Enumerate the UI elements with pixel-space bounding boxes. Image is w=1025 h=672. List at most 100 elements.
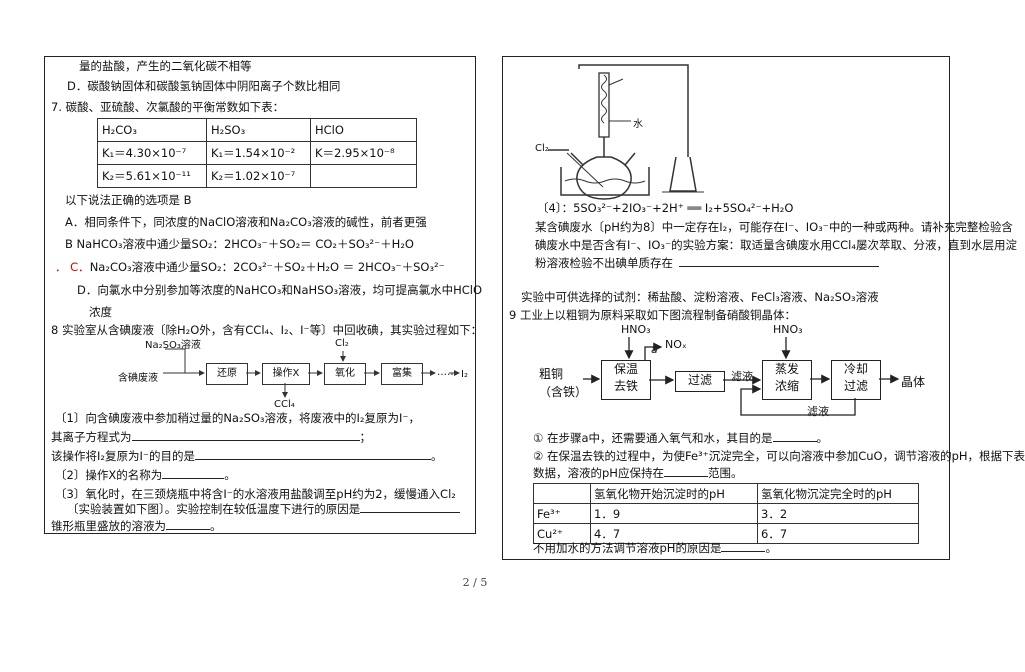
flow-end-label: I₂: [461, 369, 468, 380]
table-cell: K₂＝5.61×10⁻¹¹: [97, 164, 207, 188]
option-b: B NaHCO₃溶液中通少量SO₂：2HCO₃⁻＋SO₂＝ CO₂＋SO₃²⁻＋…: [65, 237, 414, 251]
question-4-line2: 碘废水中是否含有I⁻、IO₃⁻的实验方案：取适量含碘废水用CCl₄屡次萃取、分液…: [535, 238, 1017, 252]
question-8-part3-line2: 〔实验装置如下图〕。实验控制在较低温度下进行的原因是: [67, 502, 461, 517]
box-line: 冷却: [843, 362, 868, 376]
table-cell: 4．7: [590, 523, 758, 544]
table-header-cell: HClO: [310, 118, 417, 142]
box-line: 浓缩: [774, 379, 799, 393]
option-c-text: Na₂CO₃溶液中通少量SO₂：2CO₃²⁻＋SO₂＋H₂O ＝ 2HCO₃⁻＋…: [89, 260, 445, 274]
table-header-cell: H₂CO₃: [97, 118, 207, 142]
table-cell: 3．2: [757, 503, 919, 524]
answer-blank[interactable]: [162, 478, 225, 479]
conical-flask: [669, 156, 697, 192]
option-c-mark: ． C．: [55, 260, 90, 274]
table-cell: 1．9: [590, 503, 758, 524]
question-9-part1: ① 在步骤a中，还需要通入氧气和水，其目的是 。: [533, 431, 828, 446]
flow-step-operation-x: 操作X: [262, 363, 310, 385]
flow-step-oxidation: 氧化: [324, 363, 366, 385]
answer-blank[interactable]: [679, 266, 879, 267]
question-4-reagents: 实验中可供选择的试剂：稀盐酸、淀粉溶液、FeCl₃溶液、Na₂SO₃溶液: [521, 290, 879, 304]
question-8-part3-line3: 锥形瓶里盛放的溶液为 。: [51, 519, 222, 534]
prompt-text: ① 在步骤a中，还需要通入氧气和水，其目的是: [533, 431, 773, 445]
punctuation: 。: [765, 541, 777, 555]
flow-arrows: [163, 348, 460, 398]
table-cell: K₁＝4.30×10⁻⁷: [97, 141, 207, 165]
punctuation: ；: [359, 430, 372, 444]
table-row: K₂＝5.61×10⁻¹¹ K₂＝1.02×10⁻⁷: [97, 164, 417, 188]
page-number: 2 / 5: [462, 576, 488, 589]
prompt-text: 不用加水的方法调节溶液pH的原因是: [533, 541, 722, 555]
option-d-line2: 浓度: [89, 305, 112, 319]
table-cell: K₂＝1.02×10⁻⁷: [206, 164, 311, 188]
box-line: 去铁: [613, 379, 638, 393]
flow-reagent-cl2: Cl₂: [335, 338, 349, 349]
question-4-equation: 〔4〕：5SO₃²⁻+2IO₃⁻+2H⁺ ══ I₂+5SO₄²⁻+H₂O: [537, 201, 794, 215]
flow-raw-line1: 粗铜: [539, 367, 564, 381]
answer-blank[interactable]: [166, 529, 210, 530]
question-9-part3: 不用加水的方法调节溶液pH的原因是 。: [533, 541, 777, 556]
flow-step-enrichment: 富集: [381, 363, 423, 385]
prompt-text: 其离子方程式为: [51, 430, 132, 444]
question-8-part3-line1: 〔3〕氧化时，在三颈烧瓶中将含I⁻的水溶液用盐酸调至pH约为2，缓慢通入Cl₂: [55, 487, 456, 501]
table-header-row: 氢氧化物开始沉淀时的pH 氢氧化物沉淀完全时的pH: [533, 483, 919, 504]
question-8-part1-purpose: 该操作将I₂复原为I⁻的目的是。: [51, 449, 442, 464]
question-7-prompt: 以下说法正确的选项是 B: [65, 193, 192, 207]
flow-start-label: 含碘废液: [118, 373, 158, 384]
table-row: K₁＝4.30×10⁻⁷ K₁＝1.54×10⁻² K＝2.95×10⁻⁸: [97, 141, 417, 165]
box-line: 过滤: [843, 379, 868, 393]
table-header-cell: 氢氧化物沉淀完全时的pH: [757, 483, 919, 504]
table-cell: Cu²⁺: [533, 523, 591, 544]
flow-byproduct-ccl4: CCl₄: [274, 399, 295, 410]
table-header-row: H₂CO₃ H₂SO₃ HClO: [97, 118, 417, 142]
punctuation: 。: [816, 431, 829, 445]
left-question-panel: 量的盐酸，产生的二氧化碳不相等 D．碳酸钠固体和碳酸氢钠固体中阴阳离子个数比相同…: [44, 56, 482, 534]
answer-blank[interactable]: [131, 440, 360, 441]
prompt-text: 数据，溶液的pH应保持在: [533, 466, 664, 480]
apparatus-diagram: [548, 64, 704, 200]
answer-blank[interactable]: [772, 441, 817, 442]
water-label: 水: [633, 119, 643, 130]
equilibrium-constant-table: H₂CO₃ H₂SO₃ HClO K₁＝4.30×10⁻⁷ K₁＝1.54×10…: [97, 118, 417, 188]
flow-box-filter: 过滤: [675, 371, 725, 392]
answer-blank[interactable]: [360, 512, 461, 513]
three-neck-flask: [576, 156, 632, 200]
answer-blank[interactable]: [663, 476, 708, 477]
prompt-text: 粉溶液检验不出碘单质存在: [535, 256, 673, 270]
flow-arrows-copper: [583, 337, 900, 416]
option-d-line1: D．向氯水中分别参加等浓度的NaHCO₃和NaHSO₃溶液，均可提高氯水中HCl…: [77, 283, 483, 297]
question-9-stem: 9 工业上以粗铜为原料采取如下图流程制备硝酸铜晶体：: [509, 308, 796, 322]
question-4-line3: 粉溶液检验不出碘单质存在: [535, 256, 879, 271]
punctuation: 。: [224, 468, 236, 482]
prompt-text: 〔2〕操作X的名称为: [55, 468, 163, 482]
option-a: A．相同条件下，同浓度的NaClO溶液和Na₂CO₃溶液的碱性，前者更强: [65, 215, 427, 229]
answer-blank[interactable]: [194, 459, 431, 460]
option-c: ． C．Na₂CO₃溶液中通少量SO₂：2CO₃²⁻＋SO₂＋H₂O ＝ 2HC…: [55, 260, 445, 275]
flow-box-evaporate: 蒸发浓缩: [762, 360, 812, 400]
question-9-part2-line1: ② 在保温去铁的过程中，为使Fe³⁺沉淀完全，可以向溶液中参加CuO，调节溶液的…: [533, 449, 1025, 463]
table-cell: K₁＝1.54×10⁻²: [206, 141, 311, 165]
table-cell: K＝2.95×10⁻⁸: [310, 141, 417, 165]
table-header-cell: [533, 483, 591, 504]
question-text: 量的盐酸，产生的二氧化碳不相等: [79, 59, 252, 73]
question-7-stem: 7. 碳酸、亚硫酸、次氯酸的平衡常数如下表：: [51, 100, 285, 114]
flow-raw-line2: （含铁）: [539, 385, 588, 399]
flow-box-cool-filter: 冷却过滤: [831, 360, 881, 400]
water-bath: [560, 167, 650, 196]
table-header-cell: H₂SO₃: [206, 118, 311, 142]
question-9-part2-line2: 数据，溶液的pH应保持在 范围。: [533, 466, 742, 481]
prompt-text: 〔实验装置如下图〕。实验控制在较低温度下进行的原因是: [67, 502, 361, 516]
prompt-text: 该操作将I₂复原为I⁻的目的是: [51, 449, 195, 463]
question-4-line1: 某含碘废水〔pH约为8〕中一定存在I₂，可能存在I⁻、IO₃⁻中的一种或两种。请…: [535, 220, 1013, 234]
flow-hno3-1: HNO₃: [621, 323, 651, 336]
flow-nox: NOₓ: [665, 338, 687, 351]
prompt-text: 锥形瓶里盛放的溶液为: [51, 519, 166, 533]
box-line: 蒸发: [774, 362, 799, 376]
punctuation: 范围。: [707, 466, 743, 480]
answer-blank[interactable]: [721, 551, 766, 552]
question-8-part2: 〔2〕操作X的名称为 。: [55, 468, 236, 483]
table-cell: 6．7: [757, 523, 919, 544]
table-cell: Fe³⁺: [533, 503, 591, 524]
punctuation: 。: [210, 519, 222, 533]
box-line: 保温: [613, 362, 638, 376]
question-8-stem: 8 实验室从含碘废液〔除H₂O外，含有CCl₄、I₂、I⁻等〕中回收碘，其实验过…: [51, 323, 483, 337]
